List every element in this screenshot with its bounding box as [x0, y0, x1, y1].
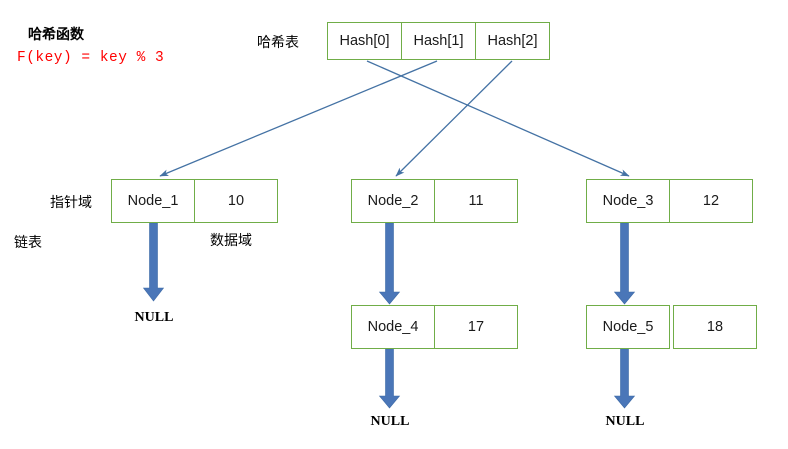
hash-table-label: 哈希表 — [257, 36, 299, 51]
hash-function-formula: F(key) = key % 3 — [17, 50, 165, 66]
arrow-hash2-to-node2 — [395, 60, 513, 177]
arrow-hash1-to-node1 — [159, 60, 438, 177]
hash-cell-1[interactable]: Hash[1] — [401, 22, 476, 60]
null-label-list-1: NULL — [370, 414, 410, 429]
node-1-pointer-cell[interactable]: Node_1 — [111, 179, 195, 223]
block-arrow-node2-to-node4 — [378, 222, 401, 305]
node-1-data-cell[interactable]: 10 — [194, 179, 278, 223]
node-3-data-cell[interactable]: 12 — [669, 179, 753, 223]
block-arrow-node1-to-null — [142, 222, 165, 302]
block-arrow-node4-to-null — [378, 348, 401, 409]
node-2-data-cell[interactable]: 11 — [434, 179, 518, 223]
data-field-label: 数据域 — [210, 234, 252, 249]
node-4-pointer-cell[interactable]: Node_4 — [351, 305, 435, 349]
node-2-pointer-cell[interactable]: Node_2 — [351, 179, 435, 223]
node-3-pointer-cell[interactable]: Node_3 — [586, 179, 670, 223]
hash-function-title: 哈希函数 — [28, 28, 84, 43]
block-arrow-node5-to-null — [613, 348, 636, 409]
hash-cell-2[interactable]: Hash[2] — [475, 22, 550, 60]
hash-cell-0[interactable]: Hash[0] — [327, 22, 402, 60]
arrow-hash0-to-node3 — [366, 60, 630, 177]
node-5-pointer-cell[interactable]: Node_5 — [586, 305, 670, 349]
linked-list-label: 链表 — [14, 236, 42, 251]
pointer-field-label: 指针域 — [50, 196, 92, 211]
node-5-data-cell[interactable]: 18 — [673, 305, 757, 349]
null-label-list-2: NULL — [605, 414, 645, 429]
node-4-data-cell[interactable]: 17 — [434, 305, 518, 349]
block-arrow-node3-to-node5 — [613, 222, 636, 305]
null-label-list-0: NULL — [134, 310, 174, 325]
